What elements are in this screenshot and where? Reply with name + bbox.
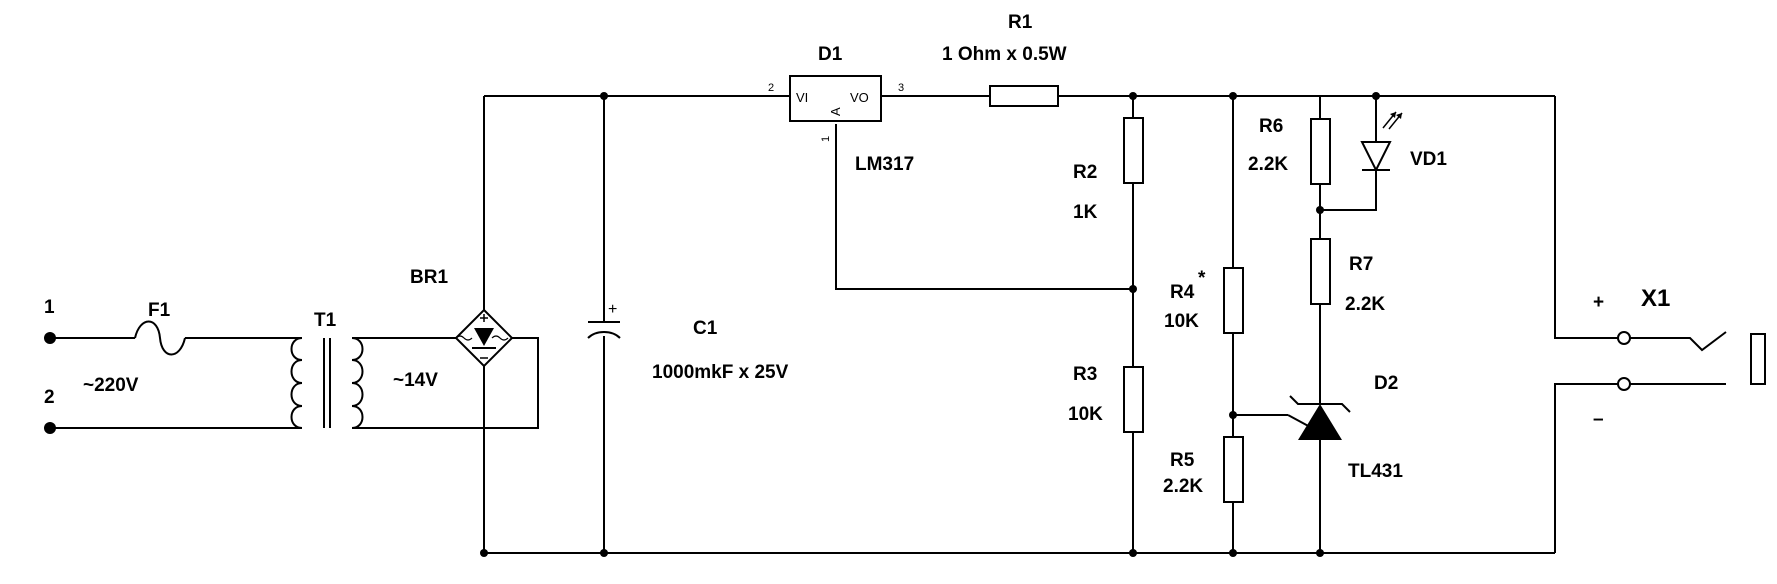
d2-part: TL431 xyxy=(1348,461,1403,482)
terminal-2-label: 2 xyxy=(44,387,55,408)
junction-dots xyxy=(480,92,1380,557)
r6-label: R6 xyxy=(1259,116,1283,137)
r5-value: 2.2K xyxy=(1163,476,1203,497)
regulator-vi-pin: VI xyxy=(796,90,808,105)
regulator-label: D1 xyxy=(818,44,843,65)
shunt-regulator-d2: D2 TL431 xyxy=(1287,373,1403,482)
bridge-label: BR1 xyxy=(410,267,448,288)
regulator-d1: VI VO A 2 3 1 D1 LM317 xyxy=(768,44,914,175)
resistor-r4: R4 * 10K xyxy=(1164,267,1244,334)
output-label: X1 xyxy=(1641,285,1670,312)
resistor-r7: R7 2.2K xyxy=(1310,238,1385,315)
r2-label: R2 xyxy=(1073,162,1097,183)
resistor-r1: R1 1 Ohm x 0.5W xyxy=(942,12,1067,107)
r3-value: 10K xyxy=(1068,404,1103,425)
transformer-t1: T1 ~14V xyxy=(290,310,438,429)
mains-voltage-label: ~220V xyxy=(83,375,139,396)
r7-value: 2.2K xyxy=(1345,294,1385,315)
output-minus: – xyxy=(1593,409,1604,430)
r4-value: 10K xyxy=(1164,311,1199,332)
transformer-label: T1 xyxy=(314,310,337,331)
capacitor-plus-mark: + xyxy=(608,301,617,318)
regulator-vo-pin: VO xyxy=(850,90,869,105)
output-connector-x1: + – X1 xyxy=(1593,285,1766,430)
d2-label: D2 xyxy=(1374,373,1398,394)
led-label: VD1 xyxy=(1410,149,1447,170)
regulator-pin3-number: 3 xyxy=(898,82,904,94)
capacitor-value: 1000mkF x 25V xyxy=(652,362,789,383)
regulator-part: LM317 xyxy=(855,154,914,175)
wires xyxy=(50,95,1618,554)
r3-label: R3 xyxy=(1073,364,1097,385)
regulator-pin2-number: 2 xyxy=(768,82,774,94)
r1-value: 1 Ohm x 0.5W xyxy=(942,44,1067,65)
r4-label: R4 xyxy=(1170,282,1195,303)
terminal-1-label: 1 xyxy=(44,297,55,318)
r5-label: R5 xyxy=(1170,450,1195,471)
r6-value: 2.2K xyxy=(1248,154,1288,175)
output-plus: + xyxy=(1593,292,1604,313)
fuse-f1: F1 xyxy=(134,300,186,356)
regulator-adj-pin: A xyxy=(828,107,843,116)
resistor-r2: R2 1K xyxy=(1073,117,1144,223)
resistor-r5: R5 2.2K xyxy=(1163,436,1244,503)
r4-mark: * xyxy=(1198,268,1206,289)
regulator-pin1-number: 1 xyxy=(820,136,832,142)
r2-value: 1K xyxy=(1073,202,1098,223)
resistor-r6: R6 2.2K xyxy=(1248,116,1331,185)
led-vd1: VD1 xyxy=(1360,111,1447,173)
bridge-rectifier-br1: BR1 xyxy=(410,267,514,368)
capacitor-c1: + C1 1000mkF x 25V xyxy=(587,301,789,383)
r7-label: R7 xyxy=(1349,254,1373,275)
capacitor-label: C1 xyxy=(693,318,718,339)
resistor-r3: R3 10K xyxy=(1068,364,1144,433)
secondary-voltage-label: ~14V xyxy=(393,370,438,391)
r1-label: R1 xyxy=(1008,12,1033,33)
fuse-label: F1 xyxy=(148,300,171,321)
input-terminals: 1 2 xyxy=(44,297,56,434)
